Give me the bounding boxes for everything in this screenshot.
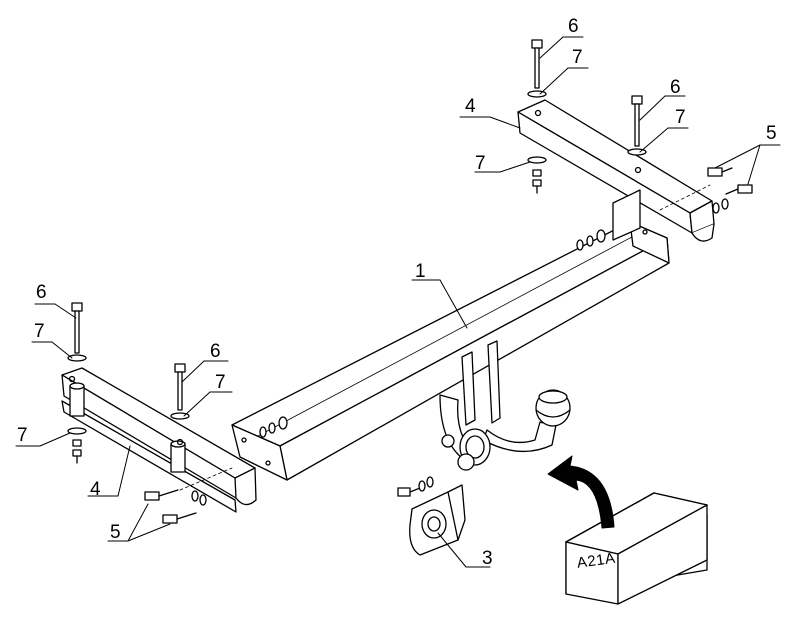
callout-7-washer-left-1: 7 <box>34 321 45 342</box>
callout-6-long-bolt-left-1: 6 <box>36 282 47 303</box>
bolts-right-group <box>659 167 753 214</box>
side-bracket-left <box>61 367 257 513</box>
callout-6-long-bolt-right-1: 6 <box>568 16 579 37</box>
main-cross-bar <box>231 221 670 481</box>
kit-box <box>565 492 708 605</box>
nut-stack-left <box>67 427 87 464</box>
callout-7-washer-left-2: 7 <box>215 372 226 393</box>
callout-4-side-bracket-right: 4 <box>465 96 476 117</box>
callout-5-bolts-left: 5 <box>110 522 121 543</box>
callout-5-bolts-right: 5 <box>766 123 777 144</box>
long-bolt-right-1 <box>527 39 547 98</box>
long-bolt-left-2 <box>170 363 190 420</box>
curved-arrow <box>547 455 615 529</box>
callout-7-washer-right-2: 7 <box>675 107 686 128</box>
long-bolt-right-2 <box>627 95 647 156</box>
callout-6-long-bolt-left-2: 6 <box>210 341 221 362</box>
callout-4-side-bracket-left: 4 <box>90 479 101 500</box>
callout-7-washer-left-3: 7 <box>17 425 28 446</box>
long-bolt-left-1 <box>67 302 87 362</box>
callout-6-long-bolt-right-2: 6 <box>670 77 681 98</box>
callout-3-socket-bracket: 3 <box>482 548 493 569</box>
bolts-left-group <box>144 467 233 524</box>
callout-7-washer-right-1: 7 <box>572 47 583 68</box>
leader-lines <box>15 36 781 568</box>
callout-1-main-bar: 1 <box>415 261 426 282</box>
nut-stack-right <box>527 156 547 194</box>
socket-fasteners <box>397 476 434 497</box>
side-bracket-right <box>517 99 715 242</box>
ball-neck-assembly <box>439 340 571 471</box>
bar-washer-stacks <box>259 229 606 438</box>
callout-7-washer-right-3: 7 <box>475 153 486 174</box>
socket-bracket <box>409 484 466 556</box>
